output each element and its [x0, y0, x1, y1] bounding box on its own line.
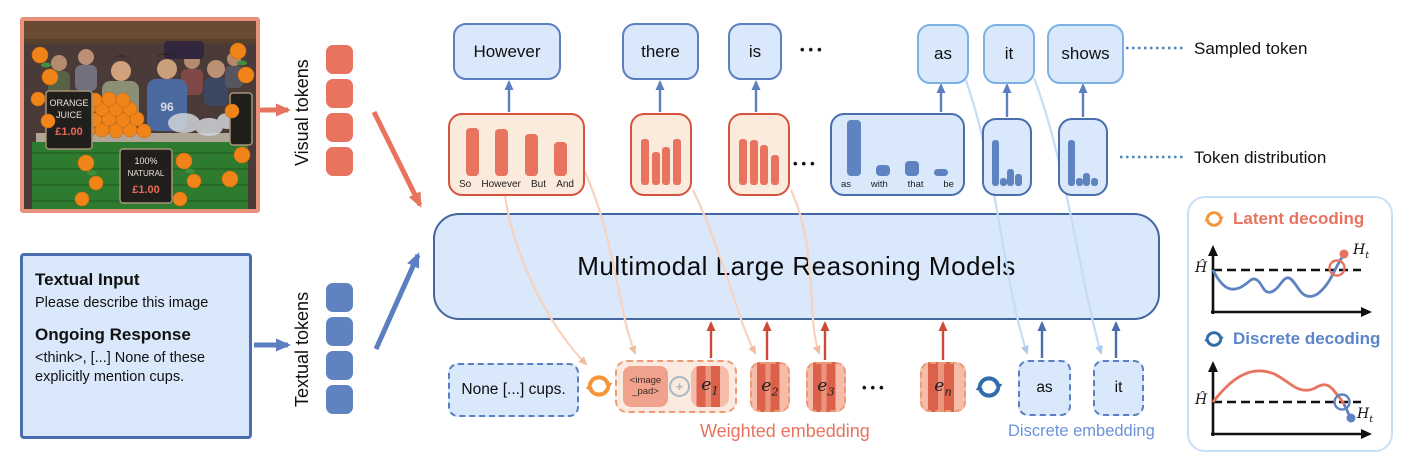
current-step-point	[1346, 413, 1356, 423]
discrete-embedding-it: it	[1093, 360, 1144, 416]
latent-decoding-icon	[1204, 211, 1224, 227]
threshold-crossing-marker	[1328, 259, 1346, 277]
token-distribution-blue-2	[982, 118, 1032, 196]
weighted-embedding-e2: e2	[750, 362, 790, 412]
sampled-token-it: it	[983, 24, 1035, 84]
token-distribution-red-2	[630, 113, 692, 196]
discrete-decoding-chart: Ĥ Ht	[1195, 354, 1383, 442]
latent-entropy-curve	[1211, 255, 1345, 298]
weighted-embedding-en: en	[920, 362, 966, 412]
model-title: Multimodal Large Reasoning Models	[577, 251, 1016, 281]
discrete-embedding-as: as	[1018, 360, 1071, 416]
sampled-token-annotation: Sampled token	[1194, 39, 1308, 58]
sampled-token-however: However	[453, 23, 561, 80]
image-pad-token: <image _pad>	[623, 366, 668, 407]
discrete-embedding-to-model-arrows	[1037, 321, 1121, 358]
jersey-number: 96	[160, 100, 174, 114]
entropy-point-label: Ht	[1353, 242, 1370, 261]
sign1-line3: £1.00	[55, 126, 83, 138]
sign2-line3: £1.00	[132, 184, 160, 196]
token-distribution-blue-1: as with that be	[830, 113, 965, 196]
textual-token	[326, 385, 353, 414]
distribution-to-token-arrows	[504, 80, 1088, 117]
textual-input-prompt: Please describe this image	[35, 295, 209, 311]
latent-decoding-legend: Latent decoding	[1203, 208, 1383, 230]
arrow-visual-tokens-to-model	[371, 110, 423, 208]
token-distribution-red-3	[728, 113, 790, 196]
token-distribution-blue-3	[1058, 118, 1108, 196]
visual-token	[326, 79, 353, 108]
textual-token-stack	[326, 283, 353, 414]
sign2-line2: NATURAL	[128, 169, 165, 178]
sampled-token-shows: shows	[1047, 24, 1124, 84]
entropy-point-label: Ht	[1357, 406, 1374, 425]
discrete-entropy-curve	[1211, 369, 1346, 405]
ellipsis-tokens: •••	[800, 42, 826, 57]
latent-decoding-chart: Ĥ Ht	[1195, 234, 1383, 322]
sign2-line1: 100%	[134, 156, 157, 166]
visual-token	[326, 147, 353, 176]
token-distribution-red-1: So However But And	[448, 113, 585, 196]
visual-token	[326, 113, 353, 142]
sign1-line1: ORANGE	[49, 98, 88, 108]
weighted-embedding-group: <image _pad> + e1	[615, 360, 737, 413]
textual-token	[326, 283, 353, 312]
discrete-embedding-label: Discrete embedding	[1008, 422, 1155, 440]
sampled-token-as: as	[917, 24, 969, 84]
token-distribution-annotation: Token distribution	[1194, 148, 1327, 167]
weighted-embedding-to-model-arrows	[706, 321, 948, 360]
textual-token	[326, 317, 353, 346]
decoding-legend-panel: Latent decoding Ĥ Ht	[1187, 196, 1393, 452]
ongoing-response-heading: Ongoing Response	[35, 324, 191, 344]
latent-loop-icon	[585, 375, 613, 397]
market-scene-illustration: 96 ORANGE JUICE £1.00	[24, 21, 256, 209]
current-step-point	[1339, 249, 1349, 259]
plus-circle-icon: +	[669, 376, 690, 397]
sampled-token-there: there	[622, 23, 699, 80]
discrete-decoding-icon	[1204, 331, 1224, 347]
textual-input-heading: Textual Input	[35, 270, 140, 289]
visual-tokens-label: Visual tokens	[292, 59, 312, 167]
threshold-label: Ĥ	[1195, 392, 1208, 408]
input-image-orange-market: 96 ORANGE JUICE £1.00	[20, 17, 260, 213]
sign1-line2: JUICE	[56, 110, 82, 120]
multimodal-model-box: Multimodal Large Reasoning Models	[433, 213, 1160, 320]
visual-token-stack	[326, 45, 353, 176]
threshold-crossing-marker	[1333, 393, 1351, 411]
sampled-token-is: is	[728, 23, 782, 80]
textual-token	[326, 351, 353, 380]
weighted-embedding-e1: e1	[691, 366, 729, 407]
ellipsis-embeddings: •••	[862, 380, 888, 395]
ongoing-response-text: <think>, [...] None of these explicitly …	[35, 349, 206, 385]
visual-token	[326, 45, 353, 74]
prefix-tokens-box: None [...] cups.	[448, 363, 579, 417]
ellipsis-distributions: •••	[793, 156, 819, 171]
discrete-decoding-legend: Discrete decoding	[1203, 328, 1383, 350]
weighted-embedding-e3: e3	[806, 362, 846, 412]
threshold-label: Ĥ	[1195, 260, 1208, 276]
arrow-textual-tokens-to-model	[373, 252, 421, 351]
discrete-loop-icon	[975, 376, 1003, 398]
textual-input-box: Textual Input Please describe this image…	[20, 253, 252, 439]
weighted-embedding-label: Weighted embedding	[700, 421, 870, 441]
textual-tokens-label: Textual tokens	[292, 291, 312, 407]
